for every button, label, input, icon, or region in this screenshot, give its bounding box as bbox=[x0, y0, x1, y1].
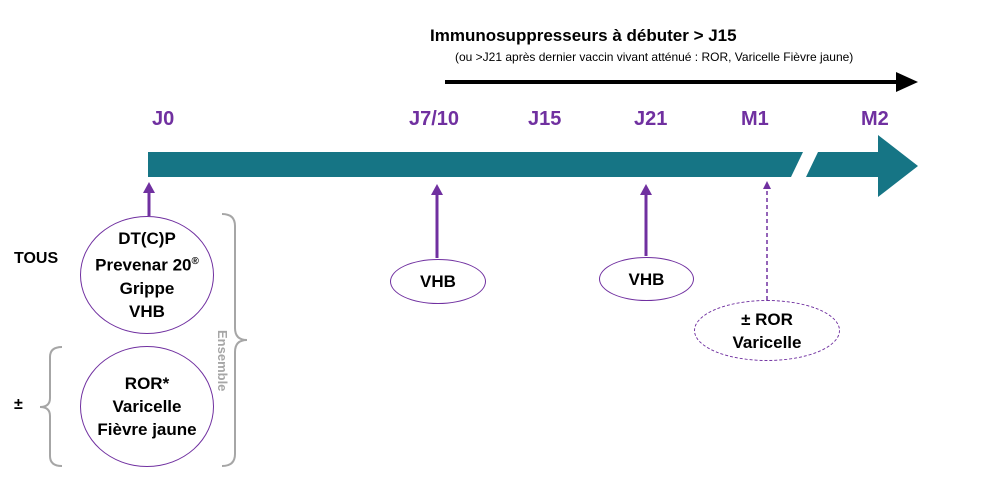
j21-arrow-head bbox=[640, 184, 652, 195]
vaccine-grippe: Grippe bbox=[119, 278, 175, 298]
oval-j7-vhb: VHB bbox=[390, 259, 486, 304]
tick-j21: J21 bbox=[634, 108, 668, 130]
vaccine-dtcp: DT(C)P bbox=[118, 229, 176, 249]
vaccine-ror: ROR* bbox=[124, 374, 170, 393]
timeline-bar-segment-2 bbox=[806, 135, 918, 197]
vaccine-vhb-j21: VHB bbox=[628, 269, 665, 289]
immunosuppressor-arrow-head bbox=[896, 72, 918, 92]
j7-arrow-head bbox=[431, 184, 443, 195]
vaccine-prevenar: Prevenar 20® bbox=[95, 255, 199, 275]
vaccine-varicelle: Varicelle bbox=[112, 397, 182, 416]
group-label-optional: ± bbox=[14, 396, 23, 413]
timeline-bar-segment-1 bbox=[148, 152, 803, 177]
tick-m2: M2 bbox=[861, 108, 889, 130]
ensemble-label: Ensemble bbox=[215, 330, 230, 392]
optional-bracket bbox=[39, 346, 63, 467]
j0-arrow-head bbox=[143, 182, 155, 193]
oval-j21-vhb: VHB bbox=[599, 257, 694, 301]
tick-j15: J15 bbox=[528, 108, 562, 130]
vaccine-varicelle-m1: Varicelle bbox=[732, 332, 802, 352]
vaccine-ror-m1: ± ROR bbox=[741, 309, 793, 329]
immunosuppressor-title: Immunosuppresseurs à débuter > J15 bbox=[430, 26, 737, 45]
m1-arrow-head bbox=[763, 181, 771, 189]
tick-j7-10: J7/10 bbox=[409, 108, 460, 130]
ensemble-bracket bbox=[221, 213, 248, 467]
vaccine-vhb: VHB bbox=[129, 301, 165, 321]
oval-j0-all-vaccines: DT(C)P Prevenar 20® Grippe VHB bbox=[80, 216, 214, 334]
oval-j0-optional-vaccines: ROR* Varicelle Fièvre jaune bbox=[80, 346, 214, 467]
group-label-all: TOUS bbox=[14, 250, 59, 267]
oval-m1-optional: ± ROR Varicelle bbox=[694, 300, 840, 361]
vaccine-fievre-jaune: Fièvre jaune bbox=[97, 420, 197, 439]
vaccine-vhb-j7: VHB bbox=[420, 272, 456, 291]
tick-m1: M1 bbox=[741, 108, 769, 130]
immunosuppressor-subtitle: (ou >J21 après dernier vaccin vivant att… bbox=[455, 50, 854, 64]
tick-j0: J0 bbox=[152, 108, 175, 130]
